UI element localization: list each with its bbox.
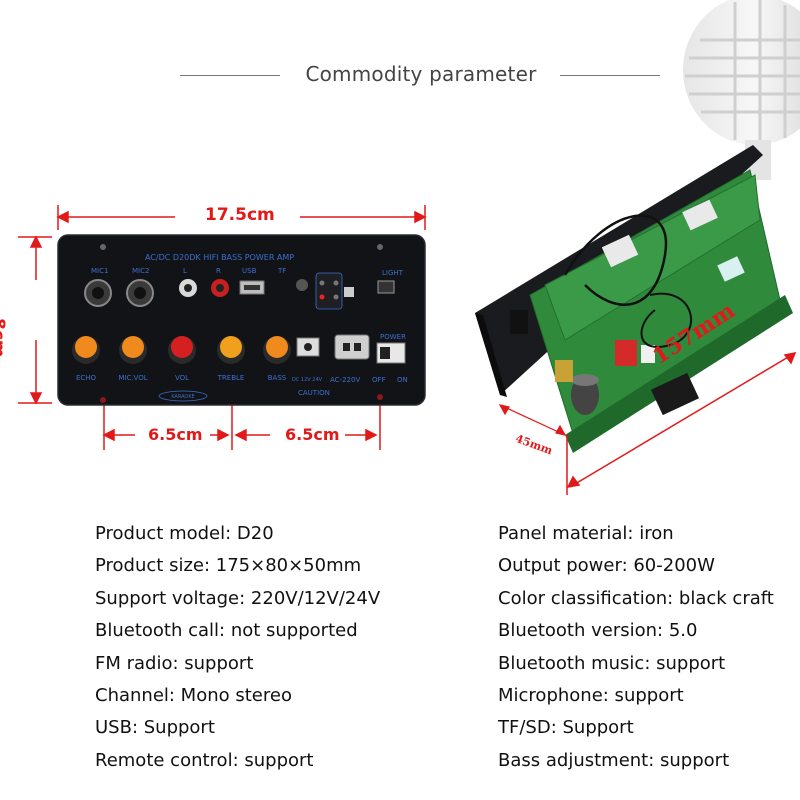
right-spacing-label: 6.5cm [285,425,340,444]
mic-jack-1 [84,279,112,307]
spec-item: Support voltage: 220V/12V/24V [95,587,381,609]
jack-label: L [183,267,187,275]
header-rule-left [180,75,280,76]
spec-item: Channel: Mono stereo [95,684,292,706]
spec-item: Bass adjustment: support [498,749,730,771]
spec-item: Panel material: iron [498,523,674,544]
spec-item: Product size: 175×80×50mm [95,555,362,577]
spec-item: Output power: 60-200W [498,555,715,577]
spec-item: Bluetooth version: 5.0 [498,620,698,642]
knob-mic-vol [119,336,147,364]
knob-label: ECHO [76,374,97,382]
light-switch [377,280,395,294]
off-label: OFF [372,376,386,384]
mic-jack-2 [126,279,154,307]
jack-label: USB [242,267,257,275]
spec-item: TF/SD: Support [498,717,634,739]
knob-echo [72,336,100,364]
amplifier-board-figure [475,145,797,495]
knob-treble [217,336,245,364]
knob-label: MIC.VOL [118,374,147,382]
knob-label: BASS [268,374,287,382]
panel-brand-line: AC/DC D20DK HIFI BASS POWER AMP [145,253,294,262]
board-length-dimension-marker [566,351,797,495]
left-spacing-label: 6.5cm [148,425,203,444]
spec-item: USB: Support [95,717,215,739]
spec-item: FM radio: support [95,652,254,674]
knob-label: TREBLE [217,374,245,382]
spec-item: Color classification: black craft [498,587,774,609]
spec-column-right: Panel material: iron Output power: 60-20… [498,518,774,777]
power-label: POWER [380,333,406,341]
jack-label: MIC1 [91,267,108,275]
spec-column-left: Product model: D20 Product size: 175×80×… [95,518,380,777]
spec-item: Remote control: support [95,749,314,771]
knob-label: VOL [175,374,189,382]
spec-item: Microphone: support [498,684,684,706]
height-dimension-marker [18,235,52,405]
spec-item: Product model: D20 [95,523,274,544]
rca-jack-left [179,279,197,297]
knob-vol [168,336,196,364]
width-dimension-marker [56,205,427,230]
on-label: ON [397,376,408,384]
karaoke-badge: KARAOKE [171,394,195,400]
tf-slot [296,279,308,291]
height-dimension-label: 8cm [0,318,8,358]
spec-item: Bluetooth call: not supported [95,620,358,642]
knob-bass [263,336,291,364]
jack-label: TF [277,267,286,275]
spacing-dimension-marker [102,400,381,450]
amplifier-front-panel-figure: AC/DC D20DK HIFI BASS POWER AMP MIC1 MIC… [18,205,427,450]
light-label: LIGHT [382,269,404,277]
dc-label: DC 12V 24V [292,377,323,383]
header-rule-right [560,75,660,76]
jack-label: R [216,267,221,275]
board-depth-dimension-marker [498,404,567,436]
rca-jack-right [211,279,229,297]
jack-label: MIC2 [132,267,149,275]
caution-label: CAUTION [298,389,330,397]
voltage-label: AC-220V [330,376,360,384]
header-title: Commodity parameter [305,62,537,86]
spec-item: Bluetooth music: support [498,652,726,674]
section-header: Commodity parameter [0,60,800,90]
ac-socket [334,334,370,360]
width-dimension-label: 17.5cm [205,205,275,225]
